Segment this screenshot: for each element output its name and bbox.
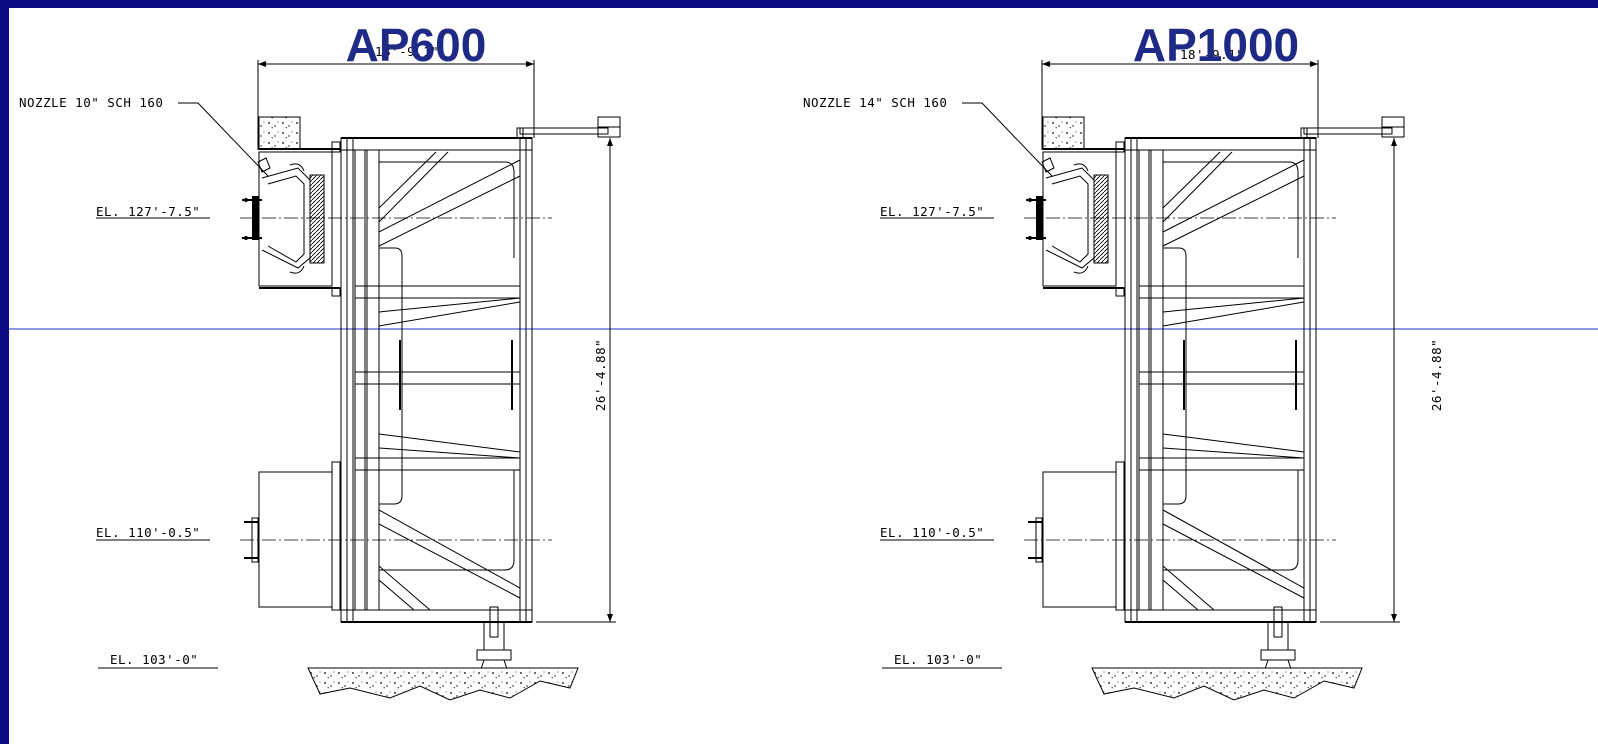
- ap1000-elevation-upper: EL. 127'-7.5": [880, 204, 984, 219]
- ap600-height-dimension: 26'-4.88": [593, 339, 608, 411]
- ap600-nozzle-label: NOZZLE 10" SCH 160: [19, 95, 163, 110]
- ap600-width-dimension: 18'-9.1": [375, 44, 439, 59]
- ap600-panel: 18'-9.1" AP600 NOZZLE 10" SCH 160 EL. 12…: [19, 19, 621, 701]
- ap600-elevation-middle: EL. 110'-0.5": [96, 525, 200, 540]
- ap600-unit-drawing: [95, 59, 621, 701]
- ap1000-height-dimension: 26'-4.88": [1429, 339, 1444, 411]
- drawing-canvas: 18'-9.1" AP600 NOZZLE 10" SCH 160 EL. 12…: [9, 8, 1598, 744]
- ap1000-unit-drawing: [879, 59, 1405, 701]
- ap1000-nozzle-label: NOZZLE 14" SCH 160: [803, 95, 947, 110]
- ap600-title: AP600: [346, 19, 487, 71]
- ap1000-width-dimension: 18'-9.1": [1180, 47, 1244, 62]
- comparison-drawing: 18'-9.1" AP600 NOZZLE 10" SCH 160 EL. 12…: [9, 19, 1598, 701]
- ap600-elevation-upper: EL. 127'-7.5": [96, 204, 200, 219]
- ap1000-title: AP1000: [1133, 19, 1299, 71]
- ap600-elevation-floor: EL. 103'-0": [110, 652, 198, 667]
- ap1000-elevation-middle: EL. 110'-0.5": [880, 525, 984, 540]
- ap1000-panel: 18'-9.1" AP1000 NOZZLE 14" SCH 160 EL. 1…: [803, 19, 1444, 701]
- ap1000-elevation-floor: EL. 103'-0": [894, 652, 982, 667]
